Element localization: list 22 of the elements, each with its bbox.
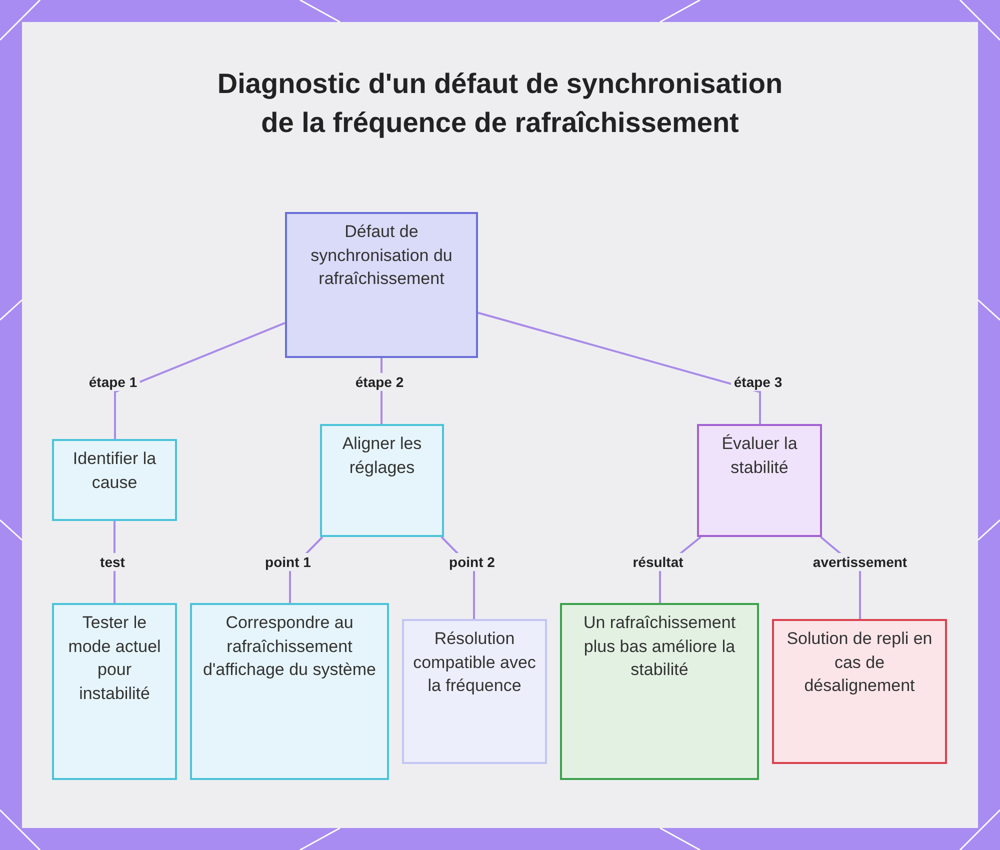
node-text: Un rafraîchissement plus bas améliore la stabilité (582, 612, 737, 681)
node-text: Correspondre au rafraîchissement d'affichage du système (202, 612, 378, 681)
diagram-title: Diagnostic d'un défaut de synchronisation de la fréquence de rafraîchissement (216, 67, 784, 140)
connector-line (478, 312, 761, 424)
process-box (697, 424, 822, 537)
node-text: Résolution compatible avec la fréquence (412, 628, 537, 697)
connector-line (114, 322, 286, 439)
process-box (190, 603, 389, 780)
process-box (52, 603, 177, 780)
process-box (52, 439, 177, 521)
process-box (560, 603, 759, 780)
node-text: Évaluer la stabilité (720, 433, 798, 478)
node-text: Défaut de synchronisation du rafraîchissement (310, 221, 454, 290)
node-text: Aligner les réglages (341, 433, 423, 478)
node-text: Tester le mode actuel pour instabilité (67, 612, 162, 704)
node-text: Solution de repli en cas de désalignement (786, 628, 934, 697)
process-box (285, 212, 478, 358)
edge-label: test (97, 553, 128, 571)
process-box (772, 619, 947, 764)
node-text: Identifier la cause (72, 448, 158, 494)
process-box (402, 619, 547, 764)
process-box (320, 424, 444, 537)
